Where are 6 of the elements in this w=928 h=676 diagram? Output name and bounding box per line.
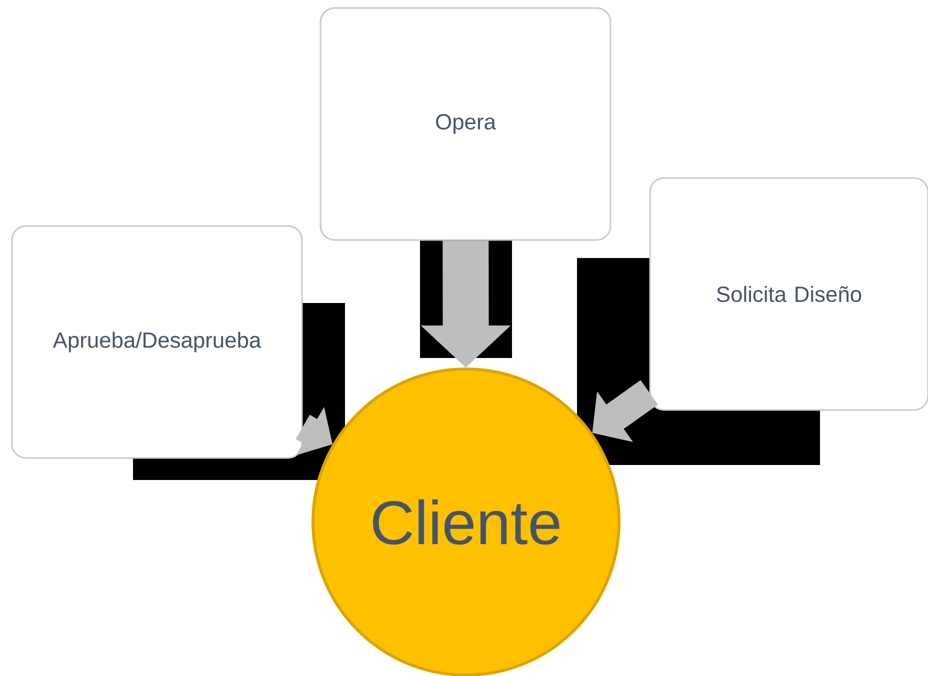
process-box: Opera [320, 7, 612, 241]
block-arrow [592, 380, 658, 442]
block-arrow [420, 240, 511, 368]
process-box: Aprueba/Desaprueba [11, 225, 303, 459]
process-box: Solicita Diseño [649, 177, 928, 411]
block-arrow [296, 406, 332, 456]
